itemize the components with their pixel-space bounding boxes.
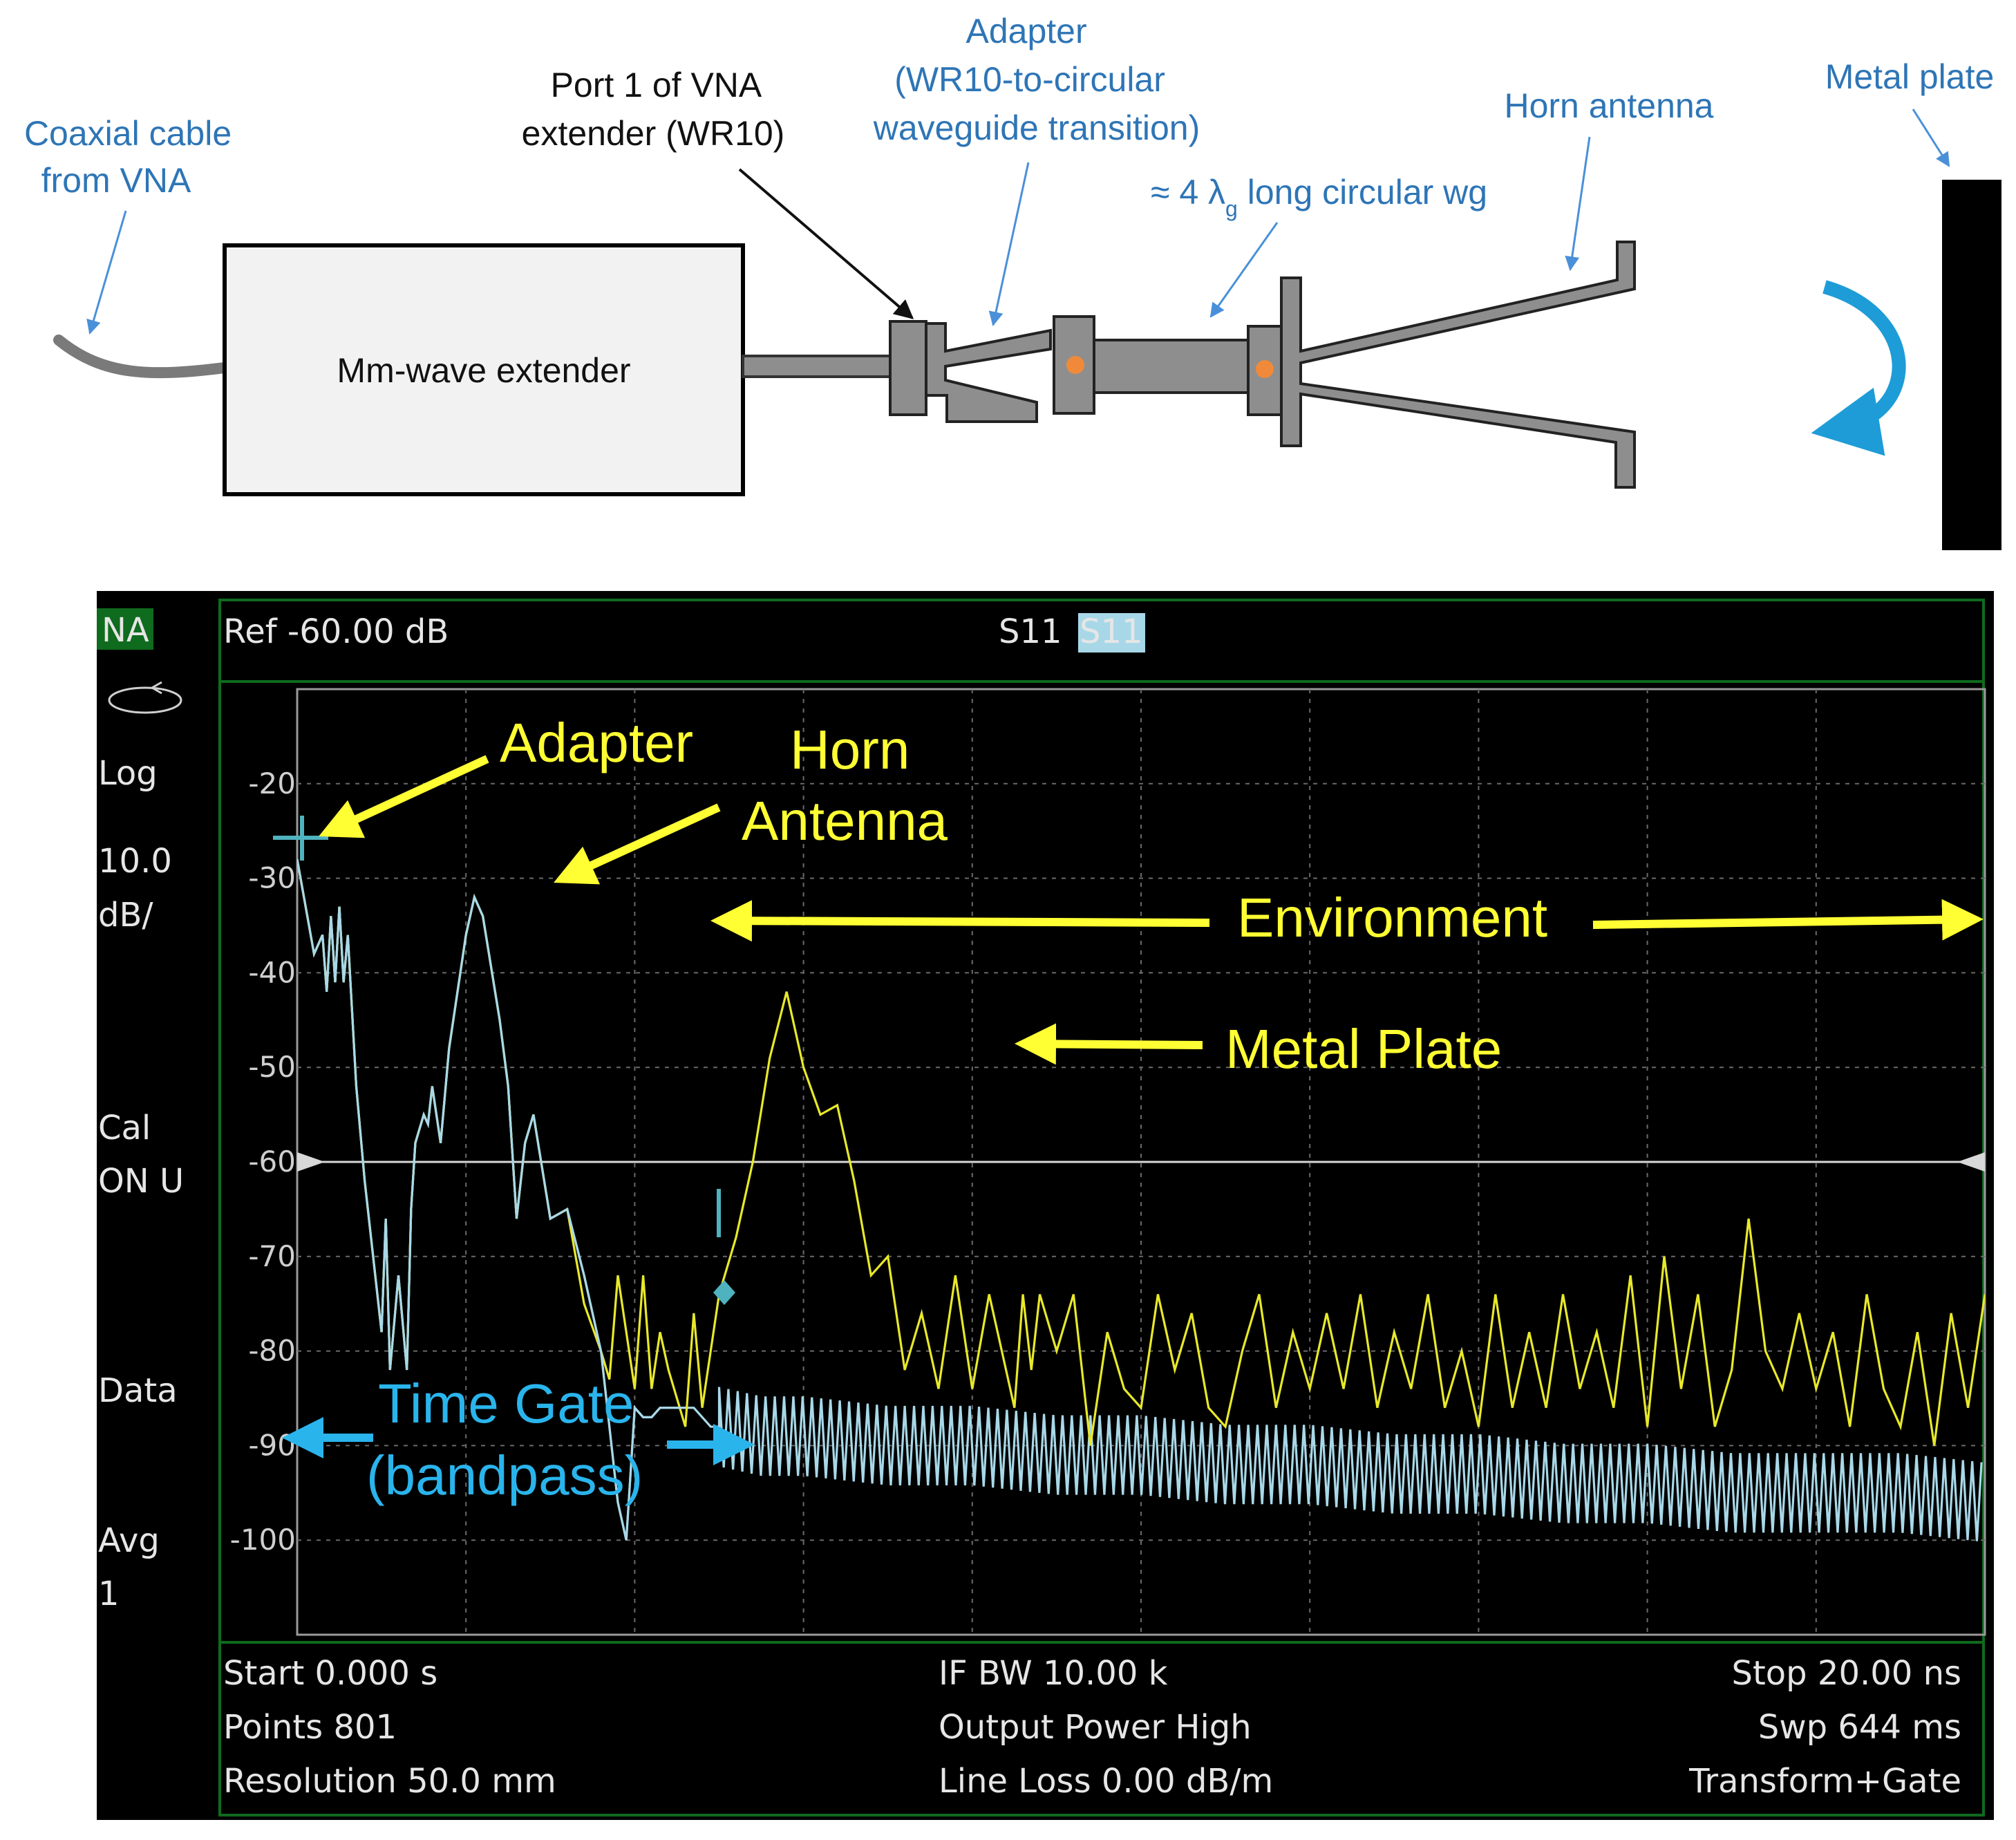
coax-pointer xyxy=(86,210,127,335)
mm-wave-extender-box xyxy=(223,243,745,496)
points: Points 801 xyxy=(223,1708,397,1747)
waveguide-label: ≈ 4 λg long circular wg xyxy=(1151,173,1487,221)
annot-metal-plate: Metal Plate xyxy=(1225,1018,1502,1080)
data-label: Data xyxy=(98,1371,178,1410)
output-power: Output Power High xyxy=(939,1708,1252,1747)
ref-left-marker xyxy=(297,1152,325,1172)
extender-rod xyxy=(742,355,893,378)
y-tick-label: -50 xyxy=(248,1050,296,1084)
adapter-pointer xyxy=(988,162,1030,327)
waveguide-pointer xyxy=(1209,222,1279,318)
trace-label-2[interactable]: S11 xyxy=(1080,612,1143,651)
horn-pointer xyxy=(1565,136,1591,272)
port-flange xyxy=(889,320,927,416)
resolution: Resolution 50.0 mm xyxy=(223,1762,556,1801)
annot-time-gate-2: (bandpass) xyxy=(366,1445,643,1506)
mode-badge[interactable]: NA xyxy=(102,611,149,650)
annot-environment: Environment xyxy=(1237,887,1547,948)
annot-horn-1: Horn xyxy=(790,719,910,780)
ref-level: Ref -60.00 dB xyxy=(223,612,449,651)
traces xyxy=(297,858,1985,1541)
y-tick-label: -90 xyxy=(248,1428,296,1462)
plate-label: Metal plate xyxy=(1825,57,1995,96)
adapter-joint-dot xyxy=(1066,356,1084,374)
start-time: Start 0.000 s xyxy=(223,1654,437,1693)
y-tick-label: -80 xyxy=(248,1334,296,1368)
transform-mode: Transform+Gate xyxy=(1688,1762,1961,1801)
annot-env-left-arrow xyxy=(710,900,1210,942)
horn-joint-dot xyxy=(1256,360,1274,378)
scale-value: 10.0 xyxy=(98,842,172,881)
avg-label: Avg xyxy=(98,1521,160,1560)
port-label: Port 1 of VNA extender (WR10) xyxy=(522,66,785,153)
extender-label: Mm-wave extender xyxy=(337,351,630,390)
horn-label: Horn antenna xyxy=(1504,86,1713,125)
coax-label: Coaxial cable from VNA xyxy=(24,114,241,200)
annot-time-gate-1: Time Gate xyxy=(378,1373,634,1434)
y-tick-label: -20 xyxy=(248,767,296,800)
y-tick-label: -70 xyxy=(248,1239,296,1273)
if-bandwidth: IF BW 10.00 k xyxy=(939,1654,1168,1693)
adapter-label: Adapter (WR10-to-circular waveguide tran… xyxy=(873,12,1200,147)
reflection-arrow-icon xyxy=(1811,280,1906,456)
annot-adapter-arrow xyxy=(319,755,489,838)
format-label: Log xyxy=(98,754,158,793)
gated-s11-trace xyxy=(297,858,1983,1541)
footer-bar xyxy=(218,1641,1985,1816)
y-tick-label: -40 xyxy=(248,955,296,989)
circular-waveguide xyxy=(1093,339,1250,394)
y-tick-label: -100 xyxy=(230,1523,296,1557)
metal-plate xyxy=(1942,180,2001,550)
port-pointer xyxy=(738,168,914,319)
annot-horn-arrow xyxy=(554,803,721,885)
reference-line xyxy=(297,1152,1985,1172)
mode-badge-bg xyxy=(97,608,153,650)
scale-unit: dB/ xyxy=(98,896,153,935)
trace-label-1[interactable]: S11 xyxy=(999,612,1062,651)
coaxial-cable xyxy=(53,335,230,379)
gate-start-marker xyxy=(713,1280,735,1305)
annot-adapter: Adapter xyxy=(500,712,693,773)
gated-s11-trace-overlay xyxy=(297,858,686,1541)
annotations: Adapter Horn Antenna Environment Metal P… xyxy=(282,712,1984,1506)
trace-label-2-bg xyxy=(1078,613,1145,653)
cal-status: ON U xyxy=(98,1162,184,1201)
line-loss: Line Loss 0.00 dB/m xyxy=(939,1762,1273,1801)
sweep-loop-icon xyxy=(108,681,182,714)
plate-pointer xyxy=(1912,109,1950,167)
avg-count: 1 xyxy=(98,1575,120,1613)
annot-env-right-arrow xyxy=(1592,899,1984,941)
y-tick-label: -60 xyxy=(248,1145,296,1179)
setup-diagram: Mm-wave extender Coaxial cable from VNA … xyxy=(24,12,2001,550)
annot-metal-arrow xyxy=(1015,1023,1203,1065)
cal-label: Cal xyxy=(98,1109,151,1147)
y-tick-label: -30 xyxy=(248,861,296,895)
horn-antenna xyxy=(1280,241,1636,489)
sweep-time: Swp 644 ms xyxy=(1758,1708,1961,1747)
stop-time: Stop 20.00 ns xyxy=(1732,1654,1961,1693)
ref-right-marker xyxy=(1957,1152,1985,1172)
adapter-transition xyxy=(925,322,1052,423)
vna-screen: NA Log 10.0 dB/ Cal ON U Data Avg 1 Ref … xyxy=(97,591,1994,1820)
annot-horn-2: Antenna xyxy=(742,790,948,852)
